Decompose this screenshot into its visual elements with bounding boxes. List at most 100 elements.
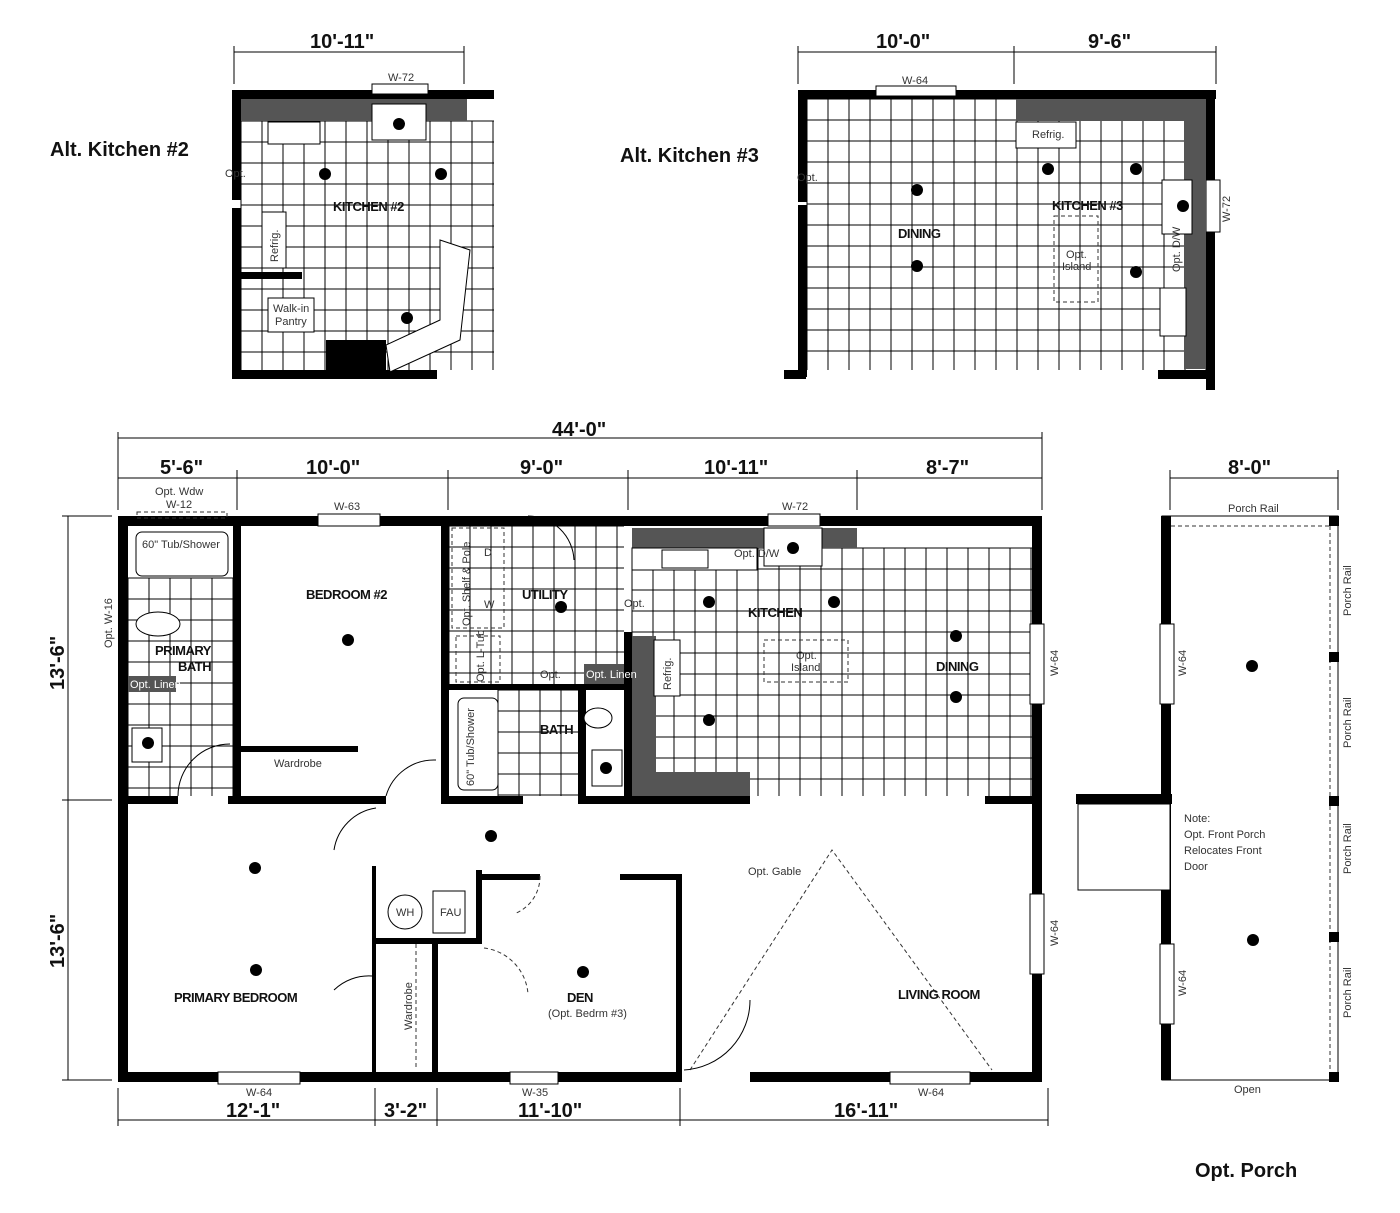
tub-label: 60" Tub/Shower [465, 708, 477, 786]
tile-grid [497, 689, 578, 796]
wall [232, 370, 437, 379]
sink [591, 749, 623, 787]
wall [232, 90, 241, 200]
door-swing [333, 807, 377, 851]
light-fixture [393, 118, 405, 130]
window-w64 [217, 1071, 301, 1085]
door-swing [527, 515, 575, 561]
shelf-pole-label: Opt. Shelf & Pole [461, 542, 473, 626]
window-label: W-63 [334, 501, 360, 513]
wall [232, 90, 494, 99]
porch-open-label: Open [1234, 1084, 1261, 1096]
dim-bottom: 11'-10" [518, 1100, 582, 1122]
ltub-label: Opt. L-Tub [475, 630, 487, 682]
furnace [432, 890, 466, 934]
linen-label: Opt. Linen [130, 679, 181, 691]
room-label-kitchen-3: KITCHEN #3 [1052, 198, 1123, 213]
island-label-2: Island [1062, 261, 1091, 273]
porch-rail-label: Porch Rail [1342, 967, 1354, 1018]
room-label-primary-bedroom: PRIMARY BEDROOM [174, 990, 297, 1005]
window-w72 [371, 83, 429, 95]
wardrobe-label: Wardrobe [403, 982, 415, 1030]
porch-note: Relocates Front [1184, 845, 1262, 857]
window-label: W-64 [918, 1087, 944, 1099]
tile-floor-grids [127, 98, 1207, 890]
main-floor-plan: 44'-0" 5'-6" 10'-0" 9'-0" 10'-11" 8'-7" … [47, 419, 1061, 1126]
door-swing [483, 947, 529, 995]
range [267, 121, 321, 145]
room-label-kitchen: KITCHEN [748, 605, 802, 620]
wardrobe-label: Wardrobe [274, 758, 322, 770]
door-swing [177, 743, 231, 797]
wall [232, 272, 302, 279]
opt-window-label: Opt. Wdw [155, 486, 203, 498]
range [661, 549, 709, 569]
window-w64 [889, 1071, 971, 1085]
window-label: W-64 [902, 75, 928, 87]
room-label-dining: DINING [898, 226, 941, 241]
water-heater [387, 894, 423, 930]
tub-shower [457, 697, 499, 791]
opt-label: Opt. [624, 598, 645, 610]
window-w72 [1205, 179, 1221, 233]
porch-rail-label: Porch Rail [1228, 503, 1279, 515]
door-swing [385, 759, 437, 797]
opt-gable [689, 849, 993, 1071]
linen-label: Opt. Linen [586, 669, 637, 681]
porch-title: Opt. Porch [1195, 1160, 1297, 1182]
window-w63 [317, 513, 381, 527]
dim-top: 10'-11" [704, 457, 768, 479]
kitchen-sink [763, 527, 823, 567]
room-label-bath: BATH [540, 722, 573, 737]
pantry-label-1: Walk-in [273, 303, 309, 315]
window-w35 [509, 1071, 559, 1085]
wall [326, 340, 386, 370]
light-fixtures [142, 542, 962, 978]
door-swing [333, 975, 373, 991]
dim-top: 9'-0" [520, 457, 563, 479]
refrigerator [653, 639, 681, 697]
porch-note: Note: [1184, 813, 1210, 825]
washer-label: W [484, 599, 495, 611]
window-label: W-35 [522, 1087, 548, 1099]
window-label: W-64 [1049, 920, 1061, 946]
opt-shelf-pole [451, 527, 505, 629]
opt-laundry-tub [455, 635, 501, 683]
light-fixture [435, 168, 447, 180]
tile-grid [448, 525, 624, 684]
wh-label: WH [396, 907, 414, 919]
dim-side: 13'-6" [47, 914, 69, 968]
window-label: Opt. W-16 [103, 598, 115, 648]
dryer-label: D [484, 547, 492, 559]
porch-rail-label: Porch Rail [1342, 823, 1354, 874]
tile-grid [806, 98, 1207, 370]
room-label-utility: UTILITY [522, 587, 568, 602]
alt-kitchen-2-title: Alt. Kitchen #2 [50, 139, 189, 161]
opt-label: Opt. [797, 172, 818, 184]
room-label-living: LIVING ROOM [898, 987, 980, 1002]
porch-note: Door [1184, 861, 1208, 873]
room-label-primary-bath: PRIMARY [155, 643, 212, 658]
light-fixture [1246, 660, 1258, 672]
window-label: W-72 [782, 501, 808, 513]
window-w64 [1159, 623, 1175, 705]
alt-kitchen-3: Alt. Kitchen #3 10'-0" 9'-6" W-64 W-72 R… [620, 31, 1233, 390]
fau-label: FAU [440, 907, 461, 919]
door-swing [513, 875, 541, 915]
alt-kitchen-3-dim-right: 9'-6" [1088, 31, 1131, 53]
counter [241, 99, 467, 121]
alt-kitchen-2: Alt. Kitchen #2 10'-11" W-72 Opt. KITCHE… [50, 31, 494, 379]
porch-width-dim: 8'-0" [1228, 457, 1271, 479]
window-w64 [875, 85, 957, 97]
refrigerator [261, 211, 287, 269]
porch-note: Opt. Front Porch [1184, 829, 1265, 841]
opt-window-label: W-12 [166, 499, 192, 511]
window-label: W-64 [246, 1087, 272, 1099]
walk-in-pantry [267, 297, 315, 333]
peninsula-counter [385, 239, 471, 373]
refrigerator [1015, 121, 1077, 149]
window-w64 [1029, 623, 1045, 705]
overall-width-dim: 44'-0" [552, 419, 606, 441]
porch-rail-label: Porch Rail [1342, 697, 1354, 748]
